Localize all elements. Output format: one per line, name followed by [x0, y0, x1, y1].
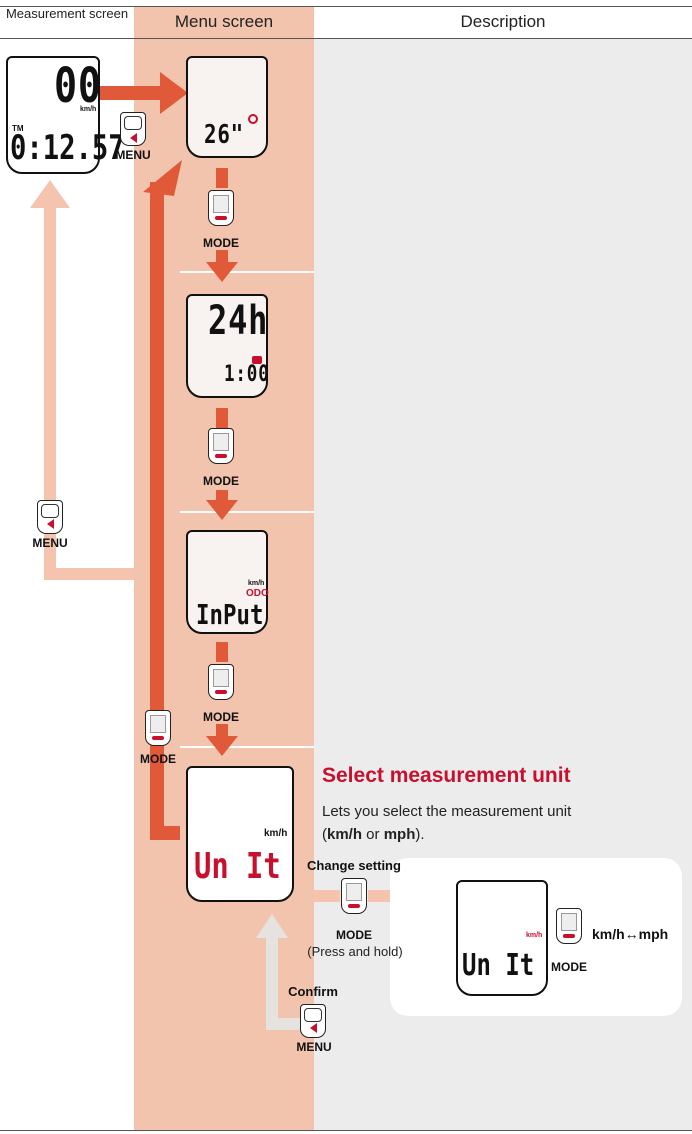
loop-back-arrow: [150, 182, 180, 840]
speed-readout: 00: [54, 58, 102, 114]
menu-button-icon[interactable]: [300, 1004, 326, 1038]
header-rule: [0, 38, 692, 39]
mode-button-icon[interactable]: [556, 908, 582, 944]
clock-format: 24h: [208, 298, 269, 344]
top-rule: [0, 6, 692, 7]
change-setting-label: Change setting: [307, 858, 401, 873]
odo-unit: km/h: [248, 580, 265, 587]
unit-toggle-text: km/h↔mph: [592, 926, 669, 942]
return-arrowhead: [30, 180, 70, 208]
section-title: Select measurement unit: [322, 764, 571, 787]
mode-label: MODE: [336, 928, 372, 942]
unit-toggle-unit: km/h: [526, 932, 543, 939]
mode-button-icon[interactable]: [341, 878, 367, 914]
unit-prompt: Un It: [194, 846, 281, 887]
menu-button-icon[interactable]: [120, 112, 146, 146]
step-separator: [180, 271, 314, 273]
mode-label: MODE: [203, 236, 239, 250]
wheel-size: 26": [204, 120, 244, 150]
wheel-icon: [248, 114, 258, 124]
speed-unit: km/h: [80, 106, 97, 113]
down-arrow-2: [206, 500, 238, 520]
mode-tag: TM: [12, 124, 24, 133]
menu-screen-wheel: 26": [186, 56, 268, 158]
header-measurement-screen: Measurement screen: [5, 6, 129, 21]
step-separator: [180, 746, 314, 748]
press-hold-note: (Press and hold): [307, 944, 403, 959]
mode-button-icon[interactable]: [208, 428, 234, 464]
input-prompt: InPut: [196, 598, 264, 631]
mode-button-icon[interactable]: [145, 710, 171, 746]
menu-label: MENU: [32, 536, 68, 550]
menu-label: MENU: [296, 1040, 332, 1054]
bottom-rule: [0, 1130, 692, 1131]
mode-label: MODE: [203, 710, 239, 724]
enter-menu-arrowhead: [160, 72, 188, 114]
unit-toggle-screen: km/h Un It: [456, 880, 548, 996]
clock-time: 1:00: [224, 362, 270, 387]
elapsed-time: 0:12.57: [10, 128, 125, 168]
menu-screen-odo-input: km/h ODO InPut: [186, 530, 269, 634]
down-arrow-3: [206, 736, 238, 756]
section-body: Lets you select the measurement unit (km…: [322, 803, 572, 843]
mode-button-icon[interactable]: [208, 664, 234, 700]
header-menu-screen: Menu screen: [174, 12, 274, 31]
confirm-label: Confirm: [288, 984, 338, 999]
return-path-arrow: [44, 205, 134, 580]
measurement-screen-display: 00 km/h TM 0:12.57: [6, 56, 125, 174]
menu-screen-unit: km/h Un It: [186, 766, 294, 902]
unit-toggle-prompt: Un It: [462, 948, 535, 983]
odo-tag: ODO: [246, 588, 269, 599]
header-description: Description: [460, 12, 546, 31]
confirm-arrowhead: [256, 914, 288, 938]
mode-label: MODE: [203, 474, 239, 488]
menu-button-icon[interactable]: [37, 500, 63, 534]
enter-menu-arrow: [100, 86, 162, 100]
clock-icon: [252, 356, 262, 364]
down-arrow-1: [206, 262, 238, 282]
mode-button-icon[interactable]: [208, 190, 234, 226]
loop-back-arrowhead: [143, 160, 182, 196]
menu-screen-clock: 24h 1:00: [186, 294, 270, 398]
unit-label: km/h: [264, 828, 288, 839]
confirm-arrow: [266, 936, 300, 1030]
step-separator: [180, 511, 314, 513]
mode-label: MODE: [551, 960, 587, 974]
menu-label: MENU: [115, 148, 151, 162]
mode-label: MODE: [140, 752, 176, 766]
